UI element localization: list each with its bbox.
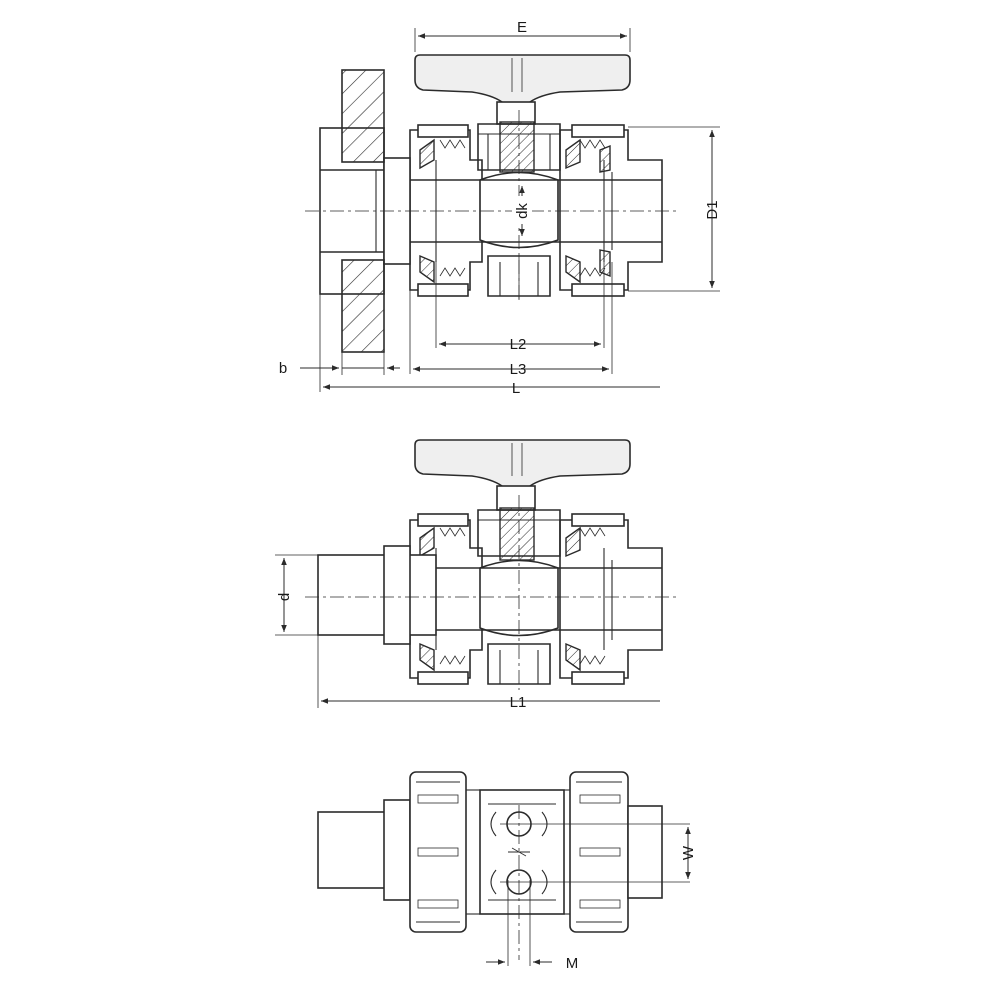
dim-label-M: M — [566, 955, 579, 972]
dim-label-L1: L1 — [510, 694, 527, 711]
dim-label-L: L — [512, 380, 520, 397]
dim-label-L3: L3 — [510, 361, 527, 378]
dim-label-L2: L2 — [510, 336, 527, 353]
flange-plate-bottom — [341, 259, 385, 353]
handle-top — [414, 54, 631, 125]
dim-label-d: d — [276, 593, 293, 601]
bottom-left-nut — [409, 771, 467, 933]
view-flanged-valve: E D1 dk L2 L3 b L — [279, 19, 721, 397]
spigot — [317, 554, 437, 636]
stem-middle — [499, 507, 535, 561]
dim-label-W: W — [680, 845, 697, 860]
bottom-socket — [627, 805, 663, 899]
view-spigot-valve: d L1 — [275, 439, 680, 711]
handle-middle — [414, 439, 631, 511]
dim-label-D1: D1 — [704, 200, 721, 219]
dim-label-b: b — [279, 360, 287, 377]
view-bottom: W M — [317, 771, 697, 972]
dim-label-E: E — [517, 19, 527, 36]
dim-label-dk: dk — [514, 203, 531, 219]
stem — [499, 121, 535, 173]
flange-plate-top — [341, 69, 385, 163]
